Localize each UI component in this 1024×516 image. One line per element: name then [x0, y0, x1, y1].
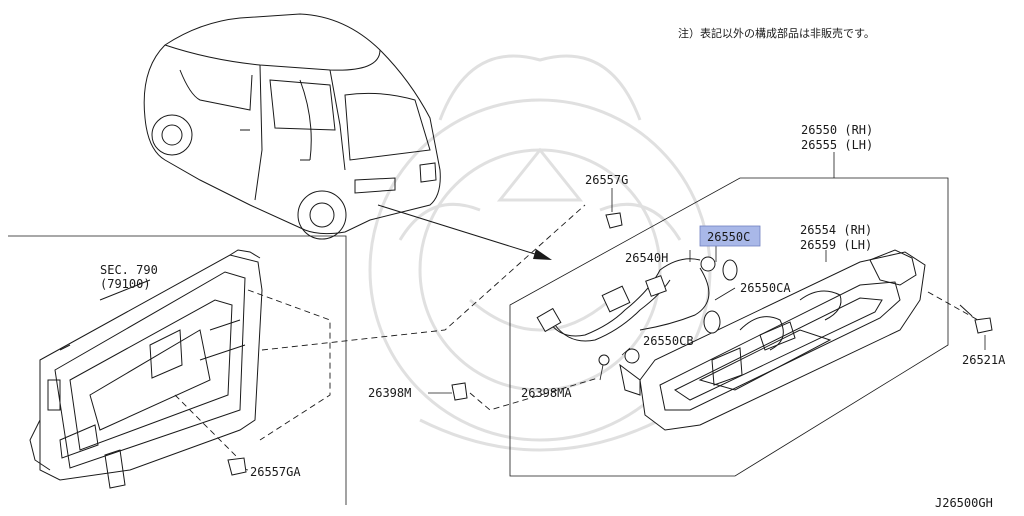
grommet-26398m-shape: [451, 382, 468, 401]
label-assembly-rh: 26550 (RH): [801, 123, 873, 137]
label-lens-rh: 26554 (RH): [800, 223, 872, 237]
note-text: 注）表記以外の構成部品は非販売です。: [678, 26, 875, 40]
label-lens-lh: 26559 (LH): [800, 238, 872, 252]
label-harness: 26540H: [625, 251, 668, 265]
label-screw: 26521A: [962, 353, 1006, 367]
left-panel-frame: [8, 235, 347, 505]
wiring-harness: [536, 256, 738, 364]
back-door-panel: [29, 249, 263, 489]
label-grommet-m: 26398M: [368, 386, 411, 400]
rear-combination-lamp: [619, 249, 926, 431]
clip-26557ga-shape: [227, 457, 247, 476]
label-assembly-lh: 26555 (LH): [801, 138, 873, 152]
screw-26521a-shape: [959, 304, 993, 334]
diagram-code: J26500GH: [935, 496, 993, 510]
vehicle-illustration: [143, 13, 441, 240]
label-section-part: (79100): [100, 277, 151, 291]
clip-26557g-shape: [605, 212, 623, 229]
highlight-socket-label: [699, 225, 761, 247]
label-grommet-ma: 26398MA: [521, 386, 572, 400]
label-clip-ga: 26557GA: [250, 465, 301, 479]
panel-leader-lines: [174, 204, 586, 461]
grommet-26398ma-shape: [598, 354, 610, 366]
location-arrow: [377, 204, 552, 260]
label-bulb-ca: 26550CA: [740, 281, 791, 295]
label-bulb-cb: 26550CB: [643, 334, 694, 348]
label-socket-c: 26550C: [707, 230, 750, 244]
label-section-ref: SEC. 790: [100, 263, 158, 277]
label-clip-g: 26557G: [585, 173, 628, 187]
right-panel-frame: [509, 177, 949, 477]
